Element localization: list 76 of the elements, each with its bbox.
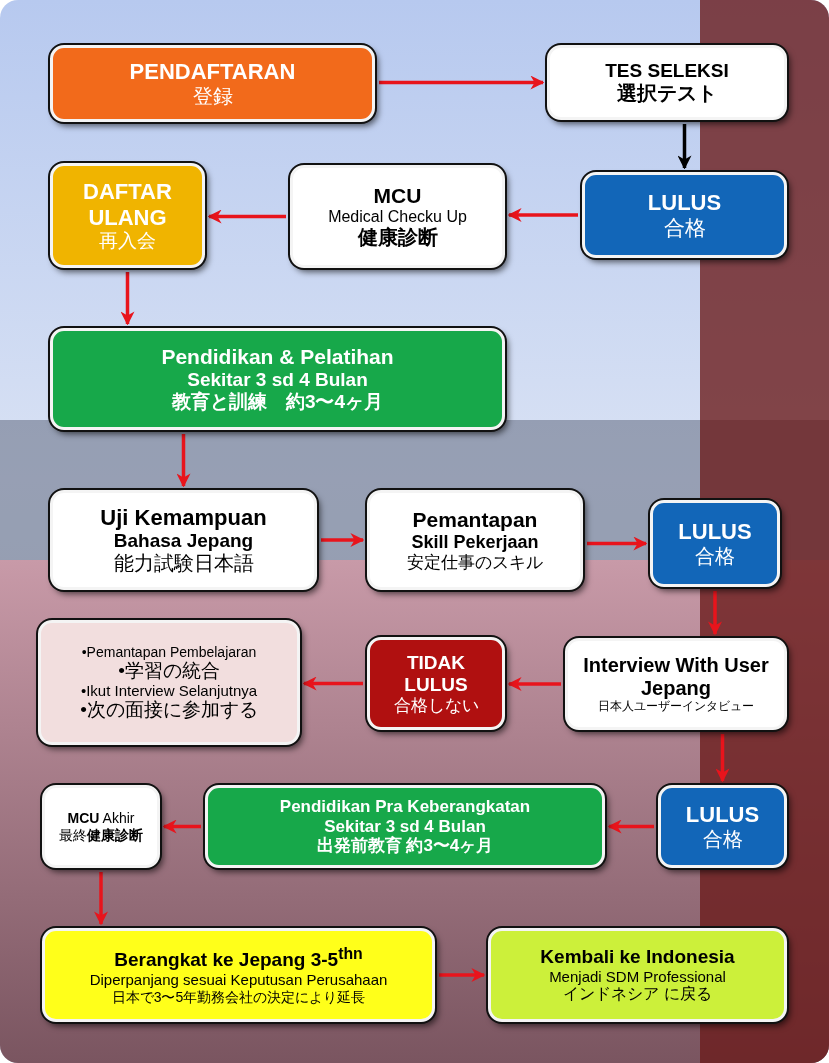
arrow (94, 872, 108, 926)
node-title: Pendidikan Pra Keberangkatan (279, 797, 531, 817)
node-title: Uji Kemampuan (100, 504, 267, 531)
arrow (507, 208, 578, 222)
node-title: •Pemantapan Pembelajaran (81, 644, 257, 661)
arrow (715, 734, 730, 783)
node-text: •学習の統合 (118, 660, 220, 682)
arrow (207, 209, 286, 224)
result-box (658, 785, 787, 868)
node-text: 合格 (663, 215, 706, 240)
node-text: 合格 (702, 827, 743, 851)
node-text: 日本で3〜5年勤務会社の決定により延長 (111, 988, 366, 1005)
node-text: 健康診断 (357, 226, 438, 250)
node-title: TIDAK LULUS (403, 651, 469, 696)
process-box (547, 45, 787, 120)
node-title: Kembali ke Indonesia (540, 946, 735, 969)
result-box (650, 500, 780, 587)
node-text: 合格 (695, 544, 735, 568)
arrow (302, 676, 363, 691)
process-box (50, 163, 205, 268)
node-text: Medical Checku Up (328, 207, 467, 227)
node-text: 登録 (192, 84, 233, 108)
node-text: Menjadi SDM Professional (549, 968, 726, 986)
process-box (42, 928, 435, 1022)
arrow (507, 677, 561, 691)
node-title: DAFTAR ULANG (82, 179, 173, 230)
process-box (50, 45, 375, 122)
result-box (367, 637, 505, 730)
node-text: 選択テスト (617, 81, 717, 105)
arrow (176, 434, 191, 488)
arrow (120, 272, 135, 326)
arrow (708, 591, 722, 636)
process-box (50, 328, 505, 430)
node-text: Sekitar 3 sd 4 Bulan (324, 816, 486, 836)
arrow (439, 968, 486, 982)
arrow (162, 819, 201, 834)
node-text: 再入会 (99, 229, 156, 252)
node-title: Interview With User Jepang (582, 654, 770, 701)
arrow (379, 75, 545, 90)
node-title: Pendidikan & Pelatihan (161, 345, 394, 370)
node-text: Bahasa Jepang (113, 530, 254, 553)
node-title: LULUS (678, 519, 752, 545)
node-title: MCU (373, 183, 422, 208)
node-text: 安定仕事のスキル (407, 552, 543, 573)
node-text: 合格しない (393, 695, 479, 716)
node-text: 能力試験日本語 (113, 552, 254, 576)
node-text: Skill Pekerjaan (411, 531, 539, 553)
node-text: Diperpanjang sesuai Keputusan Perusahaan (89, 971, 388, 989)
node-text: •次の面接に参加する (80, 699, 258, 721)
node-text: •Ikut Interview Selanjutnya (80, 681, 258, 700)
node-title: LULUS (685, 802, 760, 828)
process-box (205, 785, 605, 868)
process-box (290, 165, 505, 268)
node-title: MCU Akhir (67, 810, 135, 827)
arrow (321, 533, 365, 547)
node-title: LULUS (647, 190, 722, 216)
process-box (565, 638, 787, 730)
arrow (607, 819, 654, 834)
node-text: 教育と訓練 約3〜4ヶ月 (171, 391, 384, 413)
node-text: 最終健康診断 (59, 826, 143, 843)
node-title: Pemantapan (412, 507, 538, 532)
node-title: PENDAFTARAN (129, 59, 296, 85)
arrow (677, 124, 692, 170)
node-text: インドネシア に戻る (563, 985, 712, 1004)
node-text: 出発前教育 約3〜4ヶ月 (316, 836, 494, 856)
arrow (587, 536, 648, 551)
process-box (50, 490, 317, 590)
node-text: 日本人ユーザーインタビュー (598, 700, 754, 714)
process-box (42, 785, 160, 868)
node-title: TES SELEKSI (605, 60, 729, 82)
node-title: Berangkat ke Jepang 3-5$^{thn}$ (114, 945, 363, 972)
process-box (367, 490, 583, 590)
process-box (488, 928, 787, 1022)
result-box (582, 172, 787, 258)
note-box (38, 620, 300, 745)
node-text: Sekitar 3 sd 4 Bulan (187, 369, 368, 391)
